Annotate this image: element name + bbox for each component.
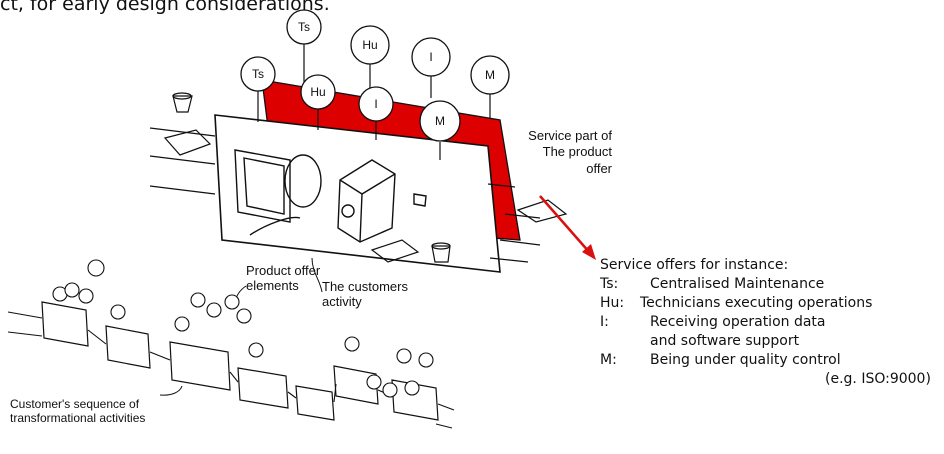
card-icon [163,129,212,156]
product-offer-line: Product offer [246,263,321,278]
cup-icon-2 [431,242,451,263]
service-circles [240,9,510,142]
legend-item: M: Being under quality control [600,351,931,370]
card-icon-3 [516,199,568,223]
legend-text: Being under quality control [650,352,841,368]
monitor-sketch [234,149,322,236]
input-arrows [149,127,216,195]
circle-label: Ts [298,20,310,34]
red-pointer-arrow [539,195,596,260]
legend-title: Service offers for instance: [600,257,789,273]
service-part-line: offer [586,160,612,176]
sequence-line: Customer's sequence of [10,397,140,411]
legend-text: Centralised Maintenance [650,276,825,292]
service-part-label: Service part of The product offer [480,128,612,177]
product-offer-label: Product offer elements [246,263,321,294]
circle-label: I [429,50,432,64]
output-arrows [487,183,541,263]
activity-arrows [7,311,455,429]
small-circles [52,259,434,398]
circle-label: I [374,97,377,111]
sequence-line: transformational activities [10,410,146,425]
legend-text: and software support [650,333,800,349]
legend-item: I: Receiving operation data [600,313,931,332]
legend-standard: (e.g. ISO:9000) [825,371,931,387]
circle-label: Ts [252,67,264,81]
customers-activity-label: The customers activity [322,279,408,310]
legend-item: and software support [600,332,931,351]
circle-labels: Ts Ts Hu Hu I I M M [252,20,495,128]
legend-key: I: [600,314,609,330]
circle-label: M [435,114,445,128]
header-text: ct, for early design considerations. [0,0,330,15]
circle-label: Hu [362,38,377,52]
legend-item: Hu: Technicians executing operations [600,294,931,313]
cup-icon [172,92,193,113]
legend-key: Ts: [600,276,619,292]
circle-label: M [485,68,495,82]
circle-lines [257,42,491,160]
sequence-label: Customer's sequence of transformational … [10,397,146,426]
customers-activity-line: activity [322,293,362,309]
service-part-line: Service part of [528,128,612,143]
service-legend: Service offers for instance: Ts: Central… [600,256,931,389]
legend-item: Ts: Centralised Maintenance [600,275,931,294]
customers-activity-line: The customers [322,279,408,294]
activity-sequence [41,301,439,421]
circle-label: Hu [310,85,325,99]
legend-key: Hu: [600,295,625,311]
product-offer-line: elements [246,277,299,293]
card-icon-2 [370,239,420,263]
legend-text: Receiving operation data [650,314,826,330]
service-part-line: The product [542,144,612,160]
machine-sketch [337,159,427,243]
legend-key: M: [600,352,617,368]
legend-text: Technicians executing operations [640,295,873,311]
